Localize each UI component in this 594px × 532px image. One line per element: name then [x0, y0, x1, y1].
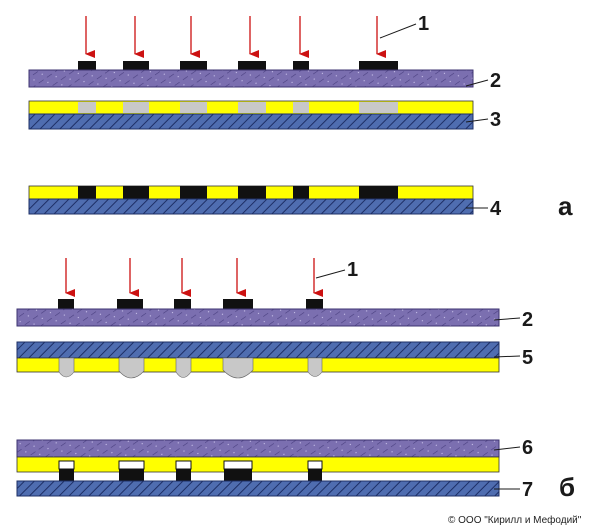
- top-cover-layer: [16, 439, 500, 458]
- label-4-a: 4: [490, 198, 502, 220]
- exposed-region: [123, 102, 149, 113]
- cavity: [118, 460, 145, 470]
- label-3-a: 3: [490, 109, 501, 131]
- photomask-layer: [16, 308, 500, 327]
- exposed-region: [293, 102, 309, 113]
- cavity: [175, 460, 192, 470]
- label-5-b: 5: [522, 347, 533, 369]
- part-letter-a: а: [558, 191, 573, 221]
- etched-pit: [58, 357, 75, 378]
- pattern-pad: [123, 186, 149, 199]
- etched-pit: [175, 357, 192, 378]
- label-1-a: 1: [418, 13, 429, 35]
- mask-opaque-pads-a: [78, 61, 398, 70]
- pattern-pad: [308, 469, 322, 481]
- part-letter-b: б: [559, 472, 575, 502]
- cavity: [58, 460, 75, 470]
- part-a: 1 2 3 4 а: [28, 13, 573, 221]
- substrate-layer: [16, 341, 500, 359]
- etched-pit: [307, 357, 323, 377]
- label-2-a: 2: [490, 70, 501, 92]
- leader-line: [493, 317, 521, 321]
- substrate-layer: [28, 113, 474, 130]
- exposed-region: [78, 102, 96, 113]
- exposure-arrows-a: [85, 16, 386, 58]
- copyright-note: © ООО "Кирилл и Мефодий": [448, 514, 582, 526]
- leader-line: [465, 79, 489, 87]
- pattern-pad: [293, 186, 309, 199]
- opaque-pad: [223, 299, 253, 309]
- leader-line: [493, 446, 521, 451]
- etched-pit: [118, 357, 145, 379]
- etched-pit: [222, 357, 254, 379]
- leader-line: [379, 23, 417, 39]
- etched-pits: [58, 357, 323, 379]
- pattern-pad: [180, 186, 207, 199]
- exposed-region: [180, 102, 207, 113]
- label-6-b: 6: [522, 437, 533, 459]
- leader-line: [315, 269, 346, 279]
- pattern-pad: [78, 186, 96, 199]
- exposure-arrows-b: [65, 258, 323, 297]
- photoresist-layer: [16, 456, 500, 473]
- pattern-pad: [59, 469, 74, 481]
- opaque-pad: [174, 299, 191, 309]
- photomask-layer: [28, 69, 474, 88]
- cavity: [223, 460, 253, 470]
- pattern-pad: [359, 186, 398, 199]
- part-b: 1 2 5 6 7 б: [16, 258, 575, 502]
- filled-pads-b: [59, 469, 322, 481]
- opaque-pad: [123, 61, 149, 70]
- pattern-pad: [119, 469, 144, 481]
- photoresist-layer: [16, 357, 500, 373]
- opaque-pad: [180, 61, 207, 70]
- pattern-pad: [224, 469, 252, 481]
- cavity: [307, 460, 323, 470]
- pattern-pad: [176, 469, 191, 481]
- exposed-regions: [78, 102, 398, 113]
- opaque-pad: [359, 61, 398, 70]
- opaque-pad: [306, 299, 323, 309]
- opaque-pad: [293, 61, 309, 70]
- leader-line: [493, 355, 521, 358]
- substrate-layer: [28, 198, 474, 215]
- opaque-pad: [78, 61, 96, 70]
- label-7-b: 7: [522, 479, 533, 501]
- exposed-region: [359, 102, 398, 113]
- leader-line: [465, 118, 489, 123]
- exposed-region: [238, 102, 266, 113]
- opaque-pad: [238, 61, 266, 70]
- opaque-pad: [117, 299, 143, 309]
- mask-opaque-pads-b: [58, 299, 323, 309]
- opaque-pad: [58, 299, 74, 309]
- developed-pads-a: [78, 186, 398, 199]
- pattern-pad: [238, 186, 266, 199]
- label-1-b: 1: [347, 259, 358, 281]
- substrate-layer: [16, 480, 500, 497]
- label-2-b: 2: [522, 309, 533, 331]
